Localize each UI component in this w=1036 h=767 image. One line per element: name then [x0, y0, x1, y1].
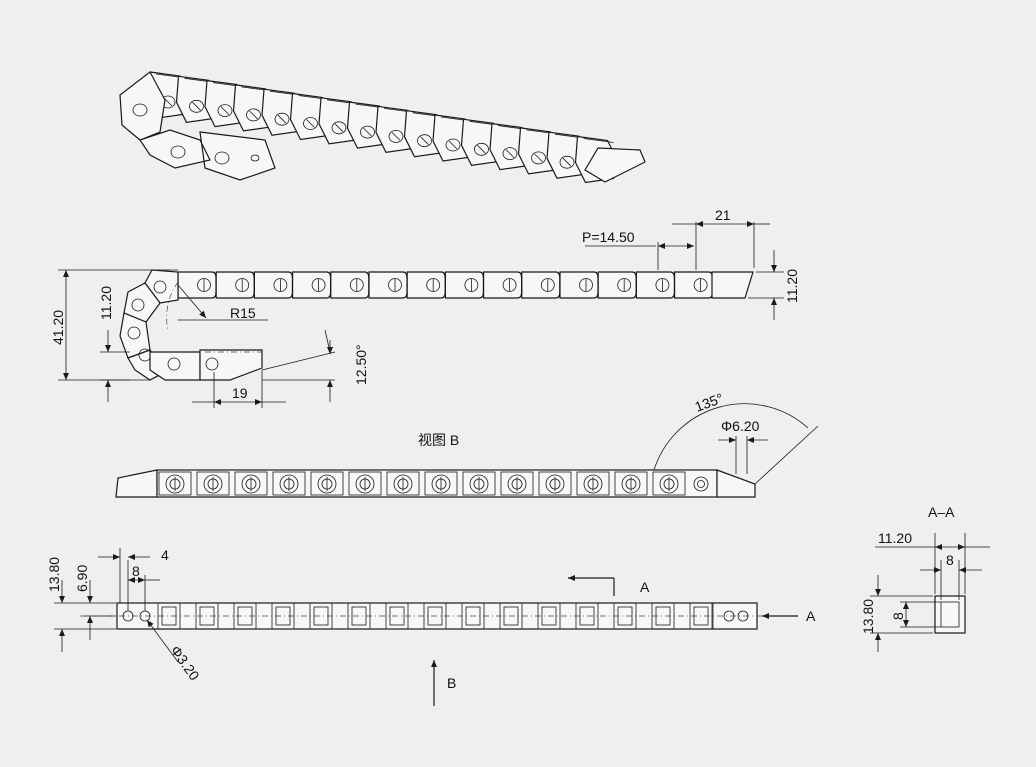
side-link: [292, 271, 332, 299]
side-link: [635, 271, 675, 299]
left-height-dimension: 11.20: [98, 286, 114, 320]
hole-diameter-dimension: Φ3.20: [168, 643, 203, 684]
view-b-link: [652, 471, 686, 496]
view-b-link: [538, 471, 572, 496]
section-width-dimension: 11.20: [878, 530, 912, 546]
view-b-link: [196, 471, 230, 496]
pin-diameter-dimension: Φ6.20: [721, 418, 760, 434]
view-b-link: [576, 471, 610, 496]
bend-radius-label: R15: [230, 305, 256, 321]
view-b-link: [158, 471, 192, 496]
section-inner-dimension: 8: [946, 552, 954, 568]
end-bracket-right: [711, 271, 754, 299]
view-b-link: [234, 471, 268, 496]
end-length-dimension: 21: [715, 207, 731, 223]
side-view-links: [177, 271, 714, 299]
view-b-link: [310, 471, 344, 496]
view-b-title: 视图 B: [418, 432, 459, 448]
pitch-dimension: P=14.50: [582, 229, 635, 245]
bracket-length-dimension: 19: [232, 385, 248, 401]
hole-spacing-dimension: 8: [132, 563, 140, 579]
side-link: [215, 271, 255, 299]
section-inner-height-dimension: 8: [890, 612, 906, 620]
view-b-link: [424, 471, 458, 496]
isometric-view: [119, 71, 646, 184]
right-height-dimension: 11.20: [784, 269, 800, 303]
iso-bend-links: [119, 71, 276, 181]
hole-offset-dimension: 4: [161, 547, 169, 563]
cut-marker-a-side: A: [806, 608, 816, 624]
width-total-dimension: 13.80: [46, 557, 62, 592]
cut-marker-a-top: A: [640, 579, 650, 595]
width-half-dimension: 6.90: [74, 565, 90, 592]
view-b-link: [386, 471, 420, 496]
side-link: [406, 271, 446, 299]
view-b-marker: B: [447, 675, 456, 691]
section-height-dimension: 13.80: [860, 599, 876, 634]
side-link: [674, 271, 714, 299]
side-link: [521, 271, 561, 299]
view-b-link: [462, 471, 496, 496]
section-a-a: A–A 11.20 8 13.80 8: [860, 504, 990, 652]
swivel-angle-dimension: 135°: [693, 390, 726, 415]
total-height-dimension: 41.20: [50, 310, 66, 345]
side-view: R15 P=14.50 21 11.20 41.20 11.20: [50, 207, 800, 408]
side-link: [559, 271, 599, 299]
view-b-link: [272, 471, 306, 496]
bend-section: [119, 269, 263, 381]
top-view: 13.80 6.90 4 8 Φ3.20 A A B: [46, 547, 816, 706]
side-link: [330, 271, 370, 299]
view-b-link: [614, 471, 648, 496]
iso-end-bracket: [584, 147, 646, 183]
bracket-angle-dimension: 12.50°: [353, 344, 369, 385]
side-link: [597, 271, 637, 299]
side-link: [483, 271, 523, 299]
view-b-link: [500, 471, 534, 496]
view-b-links: [158, 471, 686, 496]
side-link: [444, 271, 484, 299]
side-link: [368, 271, 408, 299]
end-bracket-left: [199, 349, 263, 381]
side-link: [253, 271, 293, 299]
side-link: [177, 271, 217, 299]
section-title: A–A: [928, 504, 955, 520]
view-b-link: [348, 471, 382, 496]
view-b: 视图 B 135° Φ6.20: [115, 390, 819, 498]
